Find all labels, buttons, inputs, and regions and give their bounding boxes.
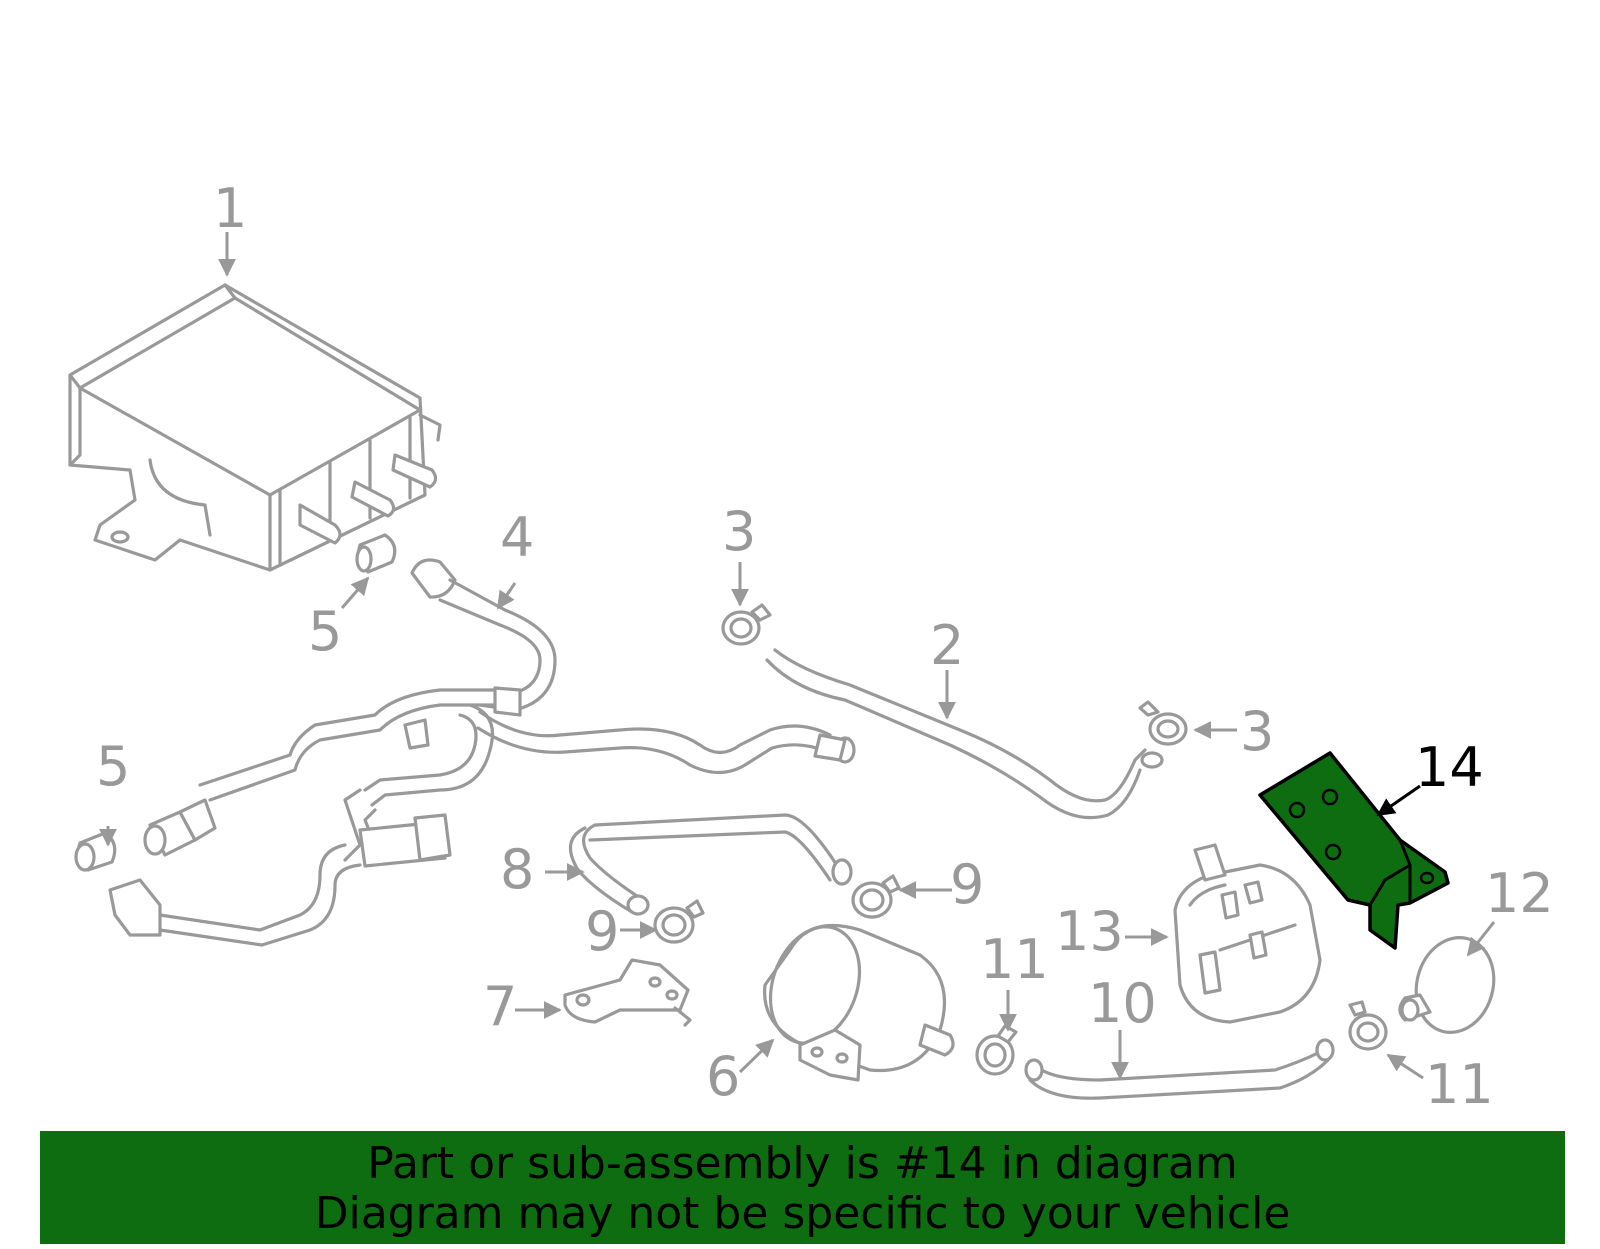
callout-14: 14 — [1415, 736, 1484, 799]
part-11-clamp-left — [975, 1024, 1018, 1076]
info-banner: Part or sub-assembly is #14 in diagram D… — [40, 1131, 1565, 1244]
part-3-clamp-upper — [721, 603, 772, 646]
part-9-clamp-right — [851, 874, 901, 919]
part-10-hose — [1024, 1038, 1335, 1100]
banner-line-1: Part or sub-assembly is #14 in diagram — [367, 1138, 1238, 1189]
callout-3-lower: 3 — [1240, 700, 1274, 763]
callout-8: 8 — [500, 838, 534, 901]
callout-7: 7 — [483, 975, 517, 1038]
callout-13: 13 — [1055, 900, 1124, 963]
callout-5-upper: 5 — [308, 600, 342, 663]
callout-12: 12 — [1485, 862, 1554, 925]
callout-numbers: 1 2 3 3 4 5 5 6 7 8 9 9 10 11 11 12 13 1… — [96, 177, 1554, 1116]
callout-2: 2 — [930, 614, 964, 677]
part-9-clamp-left — [653, 899, 705, 944]
part-2-hose — [765, 648, 1164, 820]
callout-11-left: 11 — [980, 928, 1049, 991]
part-5-fitting-upper — [355, 533, 397, 574]
callout-9-right: 9 — [950, 853, 984, 916]
part-1-canister — [68, 283, 442, 572]
callout-1: 1 — [213, 177, 247, 240]
part-4-hose-assembly — [108, 558, 856, 947]
callout-5-lower: 5 — [96, 735, 130, 798]
banner-line-2: Diagram may not be specific to your vehi… — [314, 1188, 1291, 1239]
callout-11-right: 11 — [1425, 1053, 1494, 1116]
callout-6: 6 — [706, 1045, 740, 1108]
part-12-damper — [1398, 936, 1496, 1034]
part-13-valve — [1173, 843, 1322, 1024]
part-7-bracket — [563, 958, 692, 1027]
part-6-filter — [763, 923, 955, 1082]
callout-4: 4 — [500, 506, 534, 569]
part-3-clamp-lower — [1138, 700, 1188, 746]
part-14-bracket-highlighted — [1258, 751, 1450, 950]
callout-10: 10 — [1088, 972, 1157, 1035]
part-11-clamp-right — [1348, 1000, 1388, 1051]
callout-3-upper: 3 — [722, 500, 756, 563]
callout-9-left: 9 — [585, 900, 619, 963]
callout-arrows — [99, 232, 1496, 1080]
